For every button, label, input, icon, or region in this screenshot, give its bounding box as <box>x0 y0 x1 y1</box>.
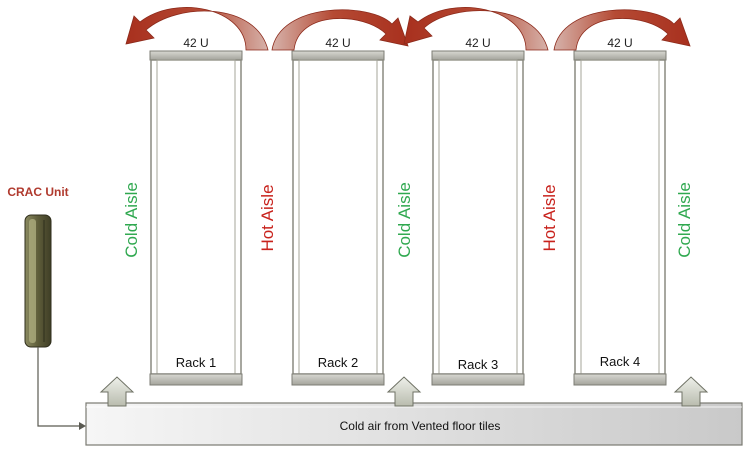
crac-unit-label: CRAC Unit <box>7 185 68 199</box>
rack-1-label: Rack 1 <box>176 355 216 370</box>
rack-1 <box>149 50 243 386</box>
rack-1-capacity: 42 U <box>183 36 208 50</box>
rack-4-capacity: 42 U <box>607 36 632 50</box>
vent-arrow-2 <box>386 376 422 407</box>
rack-4 <box>573 50 667 386</box>
floor-vent-arrows <box>99 376 709 407</box>
rack-4-label: Rack 4 <box>600 354 640 369</box>
rack-3-capacity: 42 U <box>465 36 490 50</box>
aisle-label-5: Cold Aisle <box>675 182 694 258</box>
rack-3-label: Rack 3 <box>458 357 498 372</box>
aisle-label-3: Cold Aisle <box>395 182 414 258</box>
rack-2-capacity: 42 U <box>325 36 350 50</box>
aisle-label-1: Cold Aisle <box>122 182 141 258</box>
airflow-arrow-rack-1 <box>125 7 269 51</box>
airflow-arrow-rack-2 <box>271 9 409 51</box>
rack-2-label: Rack 2 <box>318 355 358 370</box>
crac-supply-connector <box>37 347 86 430</box>
vent-arrow-1 <box>99 376 135 407</box>
rack-3 <box>431 50 525 386</box>
aisle-label-2: Hot Aisle <box>258 184 277 251</box>
floor-plenum <box>85 402 743 446</box>
floor-plenum-label: Cold air from Vented floor tiles <box>340 419 501 433</box>
airflow-arrow-rack-3 <box>403 7 549 51</box>
aisle-label-4: Hot Aisle <box>540 184 559 251</box>
airflow-arrow-rack-4 <box>553 9 691 51</box>
rack-2 <box>291 50 385 386</box>
crac-unit <box>24 214 52 348</box>
vent-arrow-3 <box>673 376 709 407</box>
